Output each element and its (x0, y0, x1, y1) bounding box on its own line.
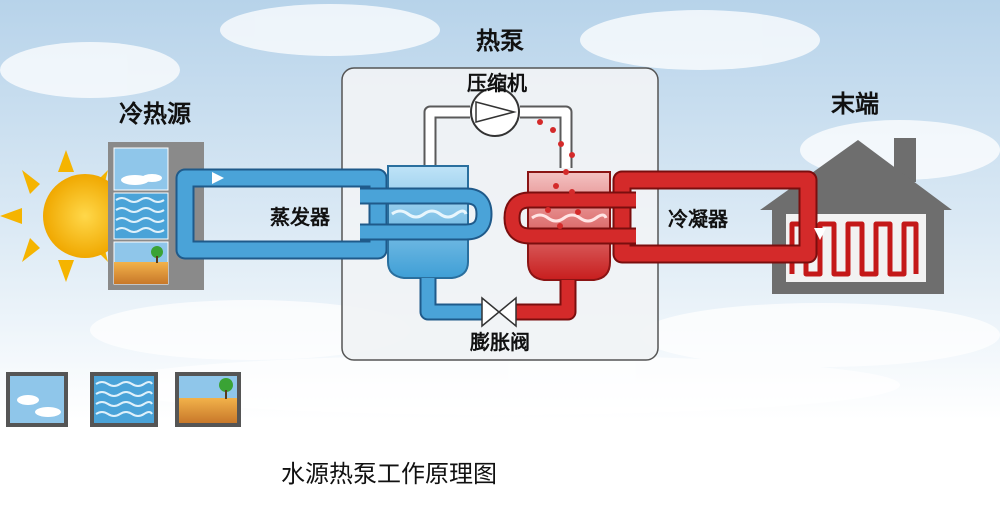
suction-pipe (425, 107, 470, 176)
refrigerant-droplets (537, 119, 581, 229)
soil-tile-icon (175, 372, 241, 427)
compressor-label: 压缩机 (467, 71, 527, 95)
condenser-label: 冷凝器 (668, 207, 729, 231)
liquid-pipe-hot (516, 280, 575, 319)
cold-flow-arrow (212, 172, 224, 184)
evaporator-coil (360, 189, 491, 239)
diagram-title: 热泵 (476, 27, 524, 55)
diagram-caption: 水源热泵工作原理图 (281, 460, 497, 488)
cold-loop-pipe (177, 170, 386, 258)
discharge-pipe (520, 107, 571, 168)
valve-icon (481, 296, 517, 328)
terminal-label: 末端 (831, 90, 879, 118)
floor-heating-coil (789, 221, 919, 277)
sun-icon (0, 150, 127, 282)
liquid-pipe-cold (421, 278, 482, 319)
clouds (0, 4, 1000, 415)
evaporator-tank (387, 165, 469, 279)
condenser-tank (527, 171, 611, 281)
expansion-valve-label: 膨胀阀 (469, 330, 530, 354)
water-tile-icon (90, 372, 158, 427)
condenser-coil (505, 193, 636, 243)
evaporator-label: 蒸发器 (270, 205, 331, 229)
compressor-icon (470, 87, 520, 137)
air-tile-icon (6, 372, 68, 427)
hot-flow-arrow (814, 228, 826, 240)
cold-heat-source-label: 冷热源 (119, 100, 191, 128)
